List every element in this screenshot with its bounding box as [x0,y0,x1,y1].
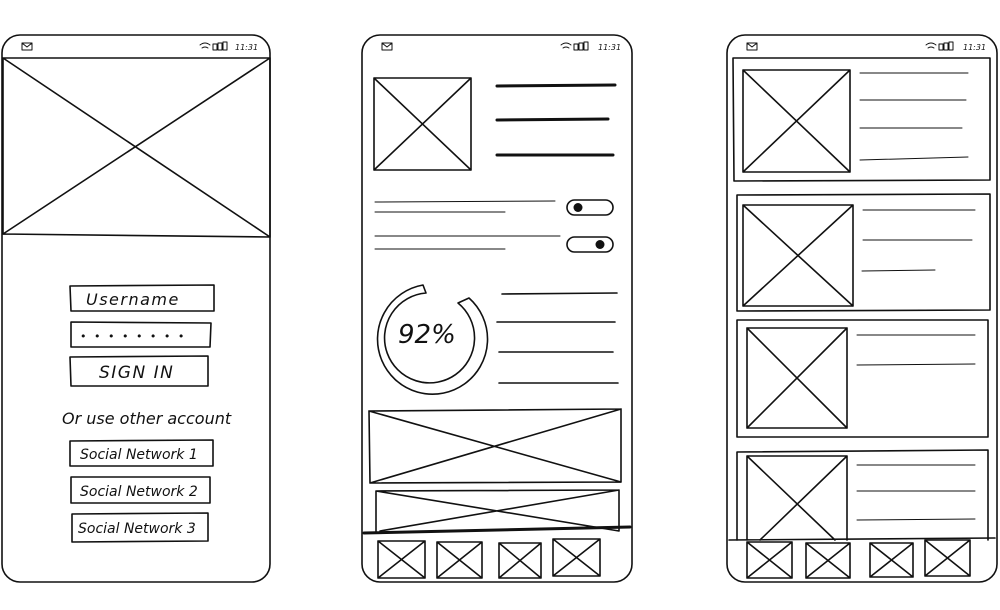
setting-text-1 [374,200,556,213]
mail-icon [381,42,393,51]
status-bar: 11:31 [381,41,621,52]
card-text-lines [859,72,969,161]
nav-item-4[interactable] [552,538,601,577]
banner-image-placeholder [368,408,622,484]
banner-image-placeholder-2 [375,489,620,534]
phone-frame [1,34,271,583]
battery-icon [573,41,589,51]
nav-item-1[interactable] [746,541,793,579]
bottom-nav [377,538,601,579]
alt-login-heading: Or use other account [62,409,232,428]
status-time: 11:31 [598,43,621,52]
password-mask: • • • • • • • • [80,330,186,343]
status-bar: 11:31 [746,41,986,52]
social-button-label: Social Network 3 [78,521,196,537]
wifi-icon [925,42,937,49]
sign-in-button[interactable]: SIGN IN [69,355,209,387]
card-image-placeholder [742,204,854,307]
card-image-placeholder [746,327,848,429]
mail-icon [21,42,33,51]
setting-text-2 [374,235,561,250]
phone-list: 11:31 [726,34,998,583]
bottom-nav-divider [362,525,632,535]
list-card-4[interactable] [736,449,989,541]
list-card-2[interactable] [736,193,991,312]
stats-lines [496,292,619,384]
bottom-nav-divider [728,537,996,541]
bottom-nav [746,539,971,579]
social-button-3[interactable]: Social Network 3 [71,512,209,543]
wifi-icon [560,42,572,49]
wifi-icon [199,42,211,49]
card-image-placeholder [742,69,851,173]
title-lines [495,83,617,157]
social-button-label: Social Network 1 [80,447,198,463]
status-bar: 11:31 [21,41,258,52]
list-card-3[interactable] [736,319,989,438]
toggle-1[interactable] [566,199,614,216]
nav-item-3[interactable] [498,542,542,579]
nav-item-3[interactable] [869,542,914,578]
nav-item-2[interactable] [805,542,851,579]
username-input[interactable]: Username [69,284,215,312]
password-input[interactable]: • • • • • • • • [70,321,212,348]
battery-icon [938,41,954,51]
phone-dashboard: 11:31 92% [361,34,633,583]
social-button-2[interactable]: Social Network 2 [70,476,211,504]
phone-frame [726,34,998,583]
phone-login: 11:31 Username • • • • • • • • SIGN IN O… [1,34,271,583]
list-card-1[interactable] [732,57,991,182]
progress-ring: 92% [376,284,489,395]
mail-icon [746,42,758,51]
social-button-label: Social Network 2 [80,484,198,500]
nav-item-4[interactable] [924,539,971,577]
sign-in-label: SIGN IN [99,363,174,383]
card-text-lines [861,209,976,272]
social-button-1[interactable]: Social Network 1 [69,439,214,467]
username-placeholder: Username [86,290,180,309]
profile-image-placeholder [373,77,472,171]
hero-image-placeholder [2,57,271,238]
status-time: 11:31 [235,43,258,52]
progress-label: 92% [398,320,456,350]
nav-item-2[interactable] [436,541,483,579]
phone-frame [361,34,633,583]
battery-icon [212,41,228,51]
nav-item-1[interactable] [377,540,426,579]
card-image-placeholder [746,455,848,541]
card-text-lines [856,334,976,366]
card-text-lines [856,464,976,521]
toggle-2[interactable] [566,236,614,253]
status-time: 11:31 [963,43,986,52]
